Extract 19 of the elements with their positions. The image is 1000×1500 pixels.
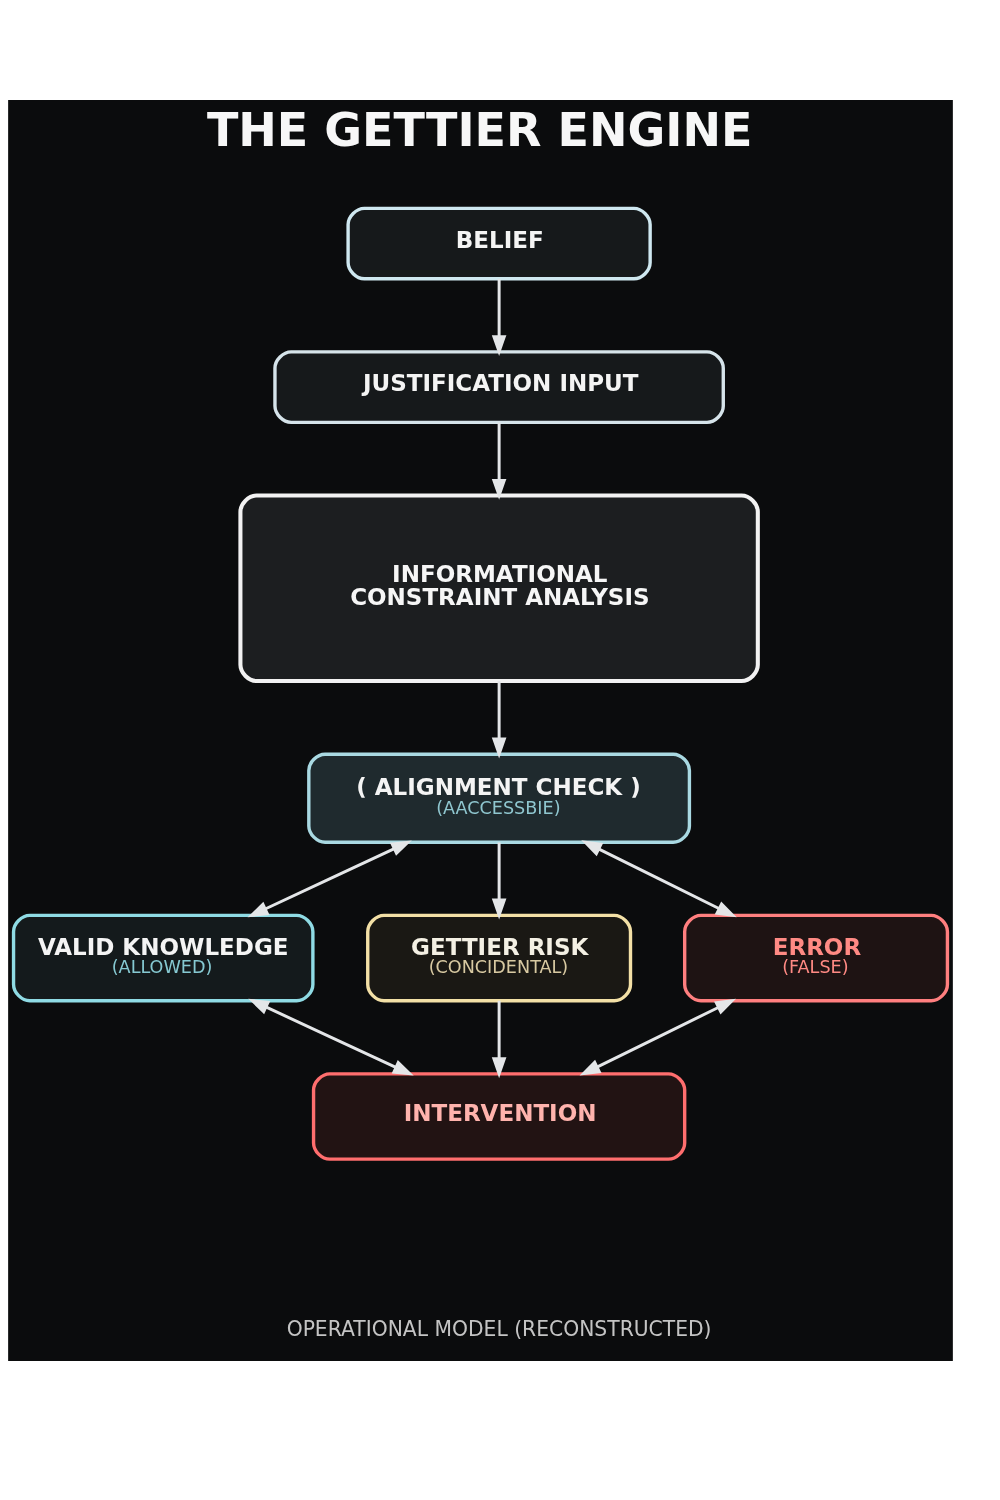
node-box: ERROR (FALSE) [683,913,950,1003]
node-box: VALID KNOWLEDGE (ALLOWED) [11,913,315,1003]
caption: OPERATIONAL MODEL (RECONSTRUCTED) [286,1316,712,1341]
arrow [491,1000,507,1079]
node-box: ( ALIGNMENT CHECK ) (AACCESSBIE) [307,752,692,844]
arrow [491,422,507,500]
diagram-title: THE GETTIER ENGINE [206,103,753,158]
node-box: GETTIER RISK (CONCIDENTAL) [366,913,633,1003]
node-box: INFORMATIONAL CONSTRAINT ANALYSIS [238,493,760,684]
arrow [581,840,737,918]
arrow [579,998,736,1076]
node-box: INTERVENTION [311,1072,687,1161]
node-box: BELIEF [346,206,652,281]
arrow [491,279,507,357]
arrow [247,840,412,918]
node-box: JUSTIFICATION INPUT [273,350,725,425]
arrow [248,998,414,1076]
arrow [491,681,507,759]
arrow [491,842,507,920]
